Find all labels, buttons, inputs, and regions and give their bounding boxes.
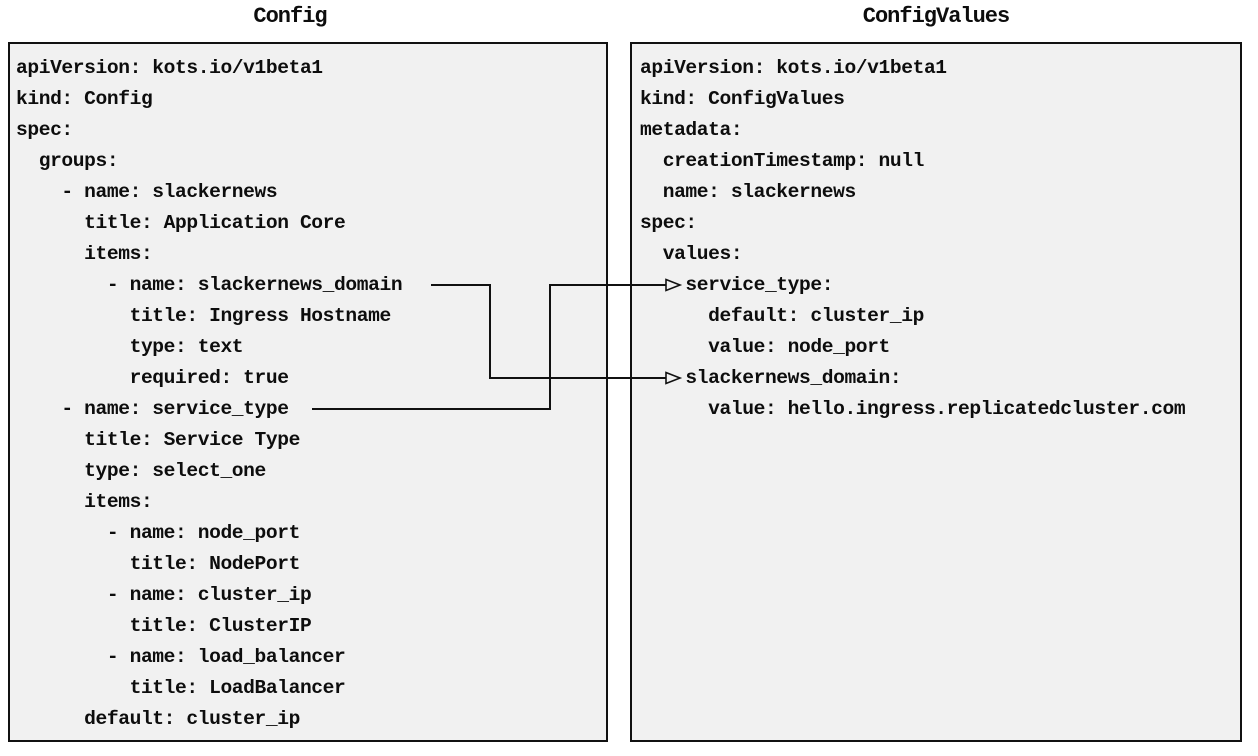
- code-line: title: Service Type: [16, 429, 300, 451]
- config-panel: apiVersion: kots.io/v1beta1 kind: Config s…: [8, 42, 608, 742]
- code-line: value: hello.ingress.replicatedcluster.c…: [640, 398, 1186, 420]
- code-line: - name: slackernews_domain: [16, 274, 403, 296]
- code-line: required: true: [16, 367, 289, 389]
- code-line: creationTimestamp: null: [640, 150, 925, 172]
- code-line: title: Ingress Hostname: [16, 305, 392, 327]
- code-line: apiVersion: kots.io/v1beta1: [640, 57, 947, 79]
- code-line: type: select_one: [16, 460, 266, 482]
- code-line: - name: node_port: [16, 522, 301, 544]
- code-line: kind: Config: [16, 88, 153, 110]
- configvalues-panel: apiVersion: kots.io/v1beta1 kind: ConfigV…: [630, 42, 1242, 742]
- code-line: title: NodePort: [16, 553, 301, 575]
- configvalues-panel-title: ConfigValues: [862, 4, 1010, 29]
- code-line: default: cluster_ip: [640, 305, 924, 327]
- code-line: type: text: [16, 336, 244, 358]
- configvalues-yaml-code: apiVersion: kots.io/v1beta1 kind: ConfigV…: [632, 44, 1240, 425]
- code-line: title: LoadBalancer: [16, 677, 346, 699]
- code-line: items:: [16, 243, 153, 265]
- config-panel-title: Config: [253, 4, 327, 29]
- code-line: spec:: [640, 212, 697, 234]
- code-line: values:: [640, 243, 743, 265]
- code-line: - name: service_type: [16, 398, 289, 420]
- code-line: slackernews_domain:: [640, 367, 902, 389]
- code-line: default: cluster_ip: [16, 708, 300, 730]
- code-line: title: Application Core: [16, 212, 346, 234]
- code-line: - name: slackernews: [16, 181, 278, 203]
- code-line: service_type:: [640, 274, 834, 296]
- code-line: apiVersion: kots.io/v1beta1: [16, 57, 323, 79]
- code-line: kind: ConfigValues: [640, 88, 845, 110]
- code-line: name: slackernews: [640, 181, 857, 203]
- code-line: - name: cluster_ip: [16, 584, 312, 606]
- code-line: value: node_port: [640, 336, 890, 358]
- code-line: metadata:: [640, 119, 743, 141]
- config-yaml-code: apiVersion: kots.io/v1beta1 kind: Config s…: [10, 44, 606, 735]
- code-line: spec:: [16, 119, 73, 141]
- code-line: - name: load_balancer: [16, 646, 346, 668]
- code-line: items:: [16, 491, 153, 513]
- code-line: title: ClusterIP: [16, 615, 312, 637]
- code-line: groups:: [16, 150, 119, 172]
